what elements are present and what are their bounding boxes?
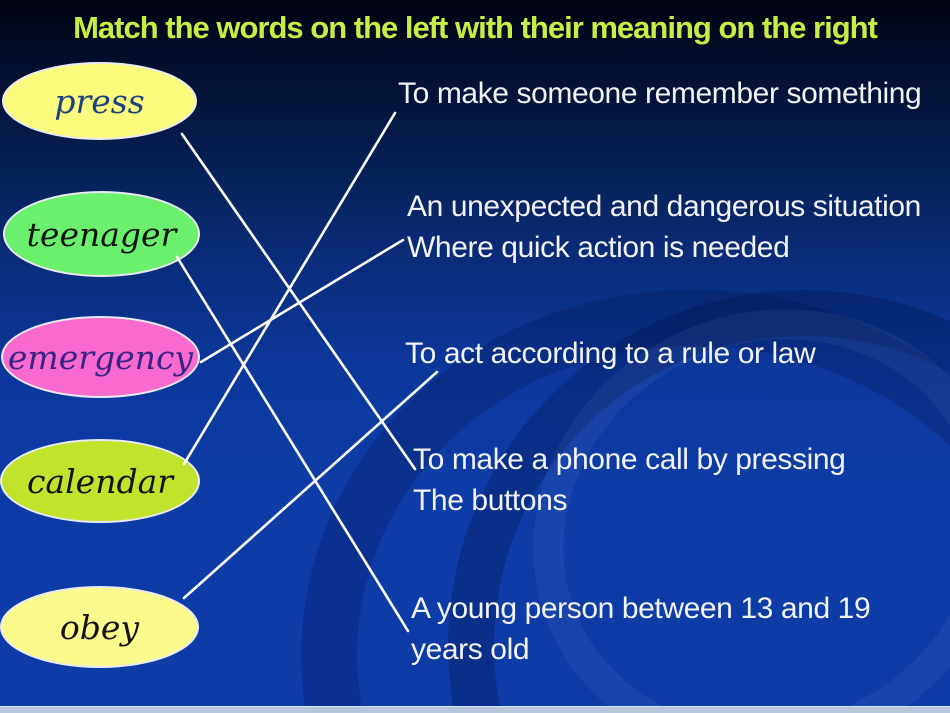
word-label: teenager [26,214,177,254]
meaning-line: To act according to a rule or law [405,337,816,370]
word-ellipse-obey: obey [0,586,199,668]
word-label: emergency [7,337,194,377]
meaning-press: To make a phone call by pressing The but… [413,439,846,521]
page-title: Match the words on the left with their m… [73,10,878,45]
word-ellipse-calendar: calendar [0,439,200,523]
meaning-line: A young person between 13 and 19 [411,592,871,625]
word-label: press [54,81,145,121]
connector-line-teenager [175,255,410,633]
connector-line-calendar [182,111,397,466]
footer-strip [0,706,950,713]
meaning-remind: To make someone remember something [398,73,922,114]
meaning-obey: To act according to a rule or law [405,333,816,374]
word-ellipse-teenager: teenager [3,191,200,277]
meaning-line: The buttons [413,484,568,517]
word-ellipse-emergency: emergency [1,316,200,398]
meaning-teenager: A young person between 13 and 19 years o… [411,588,871,670]
meaning-line: To make someone remember something [398,77,922,110]
connector-line-emergency [199,238,405,364]
meaning-emergency: An unexpected and dangerous situation Wh… [407,186,921,268]
meaning-line: years old [411,633,530,666]
meaning-line: To make a phone call by pressing [413,443,846,476]
word-ellipse-press: press [2,62,197,140]
word-label: obey [59,607,140,647]
meaning-line: An unexpected and dangerous situation [407,190,921,223]
word-label: calendar [26,461,174,501]
connector-line-press [180,132,417,471]
connector-line-obey [182,370,439,600]
meaning-line: Where quick action is needed [407,231,790,264]
